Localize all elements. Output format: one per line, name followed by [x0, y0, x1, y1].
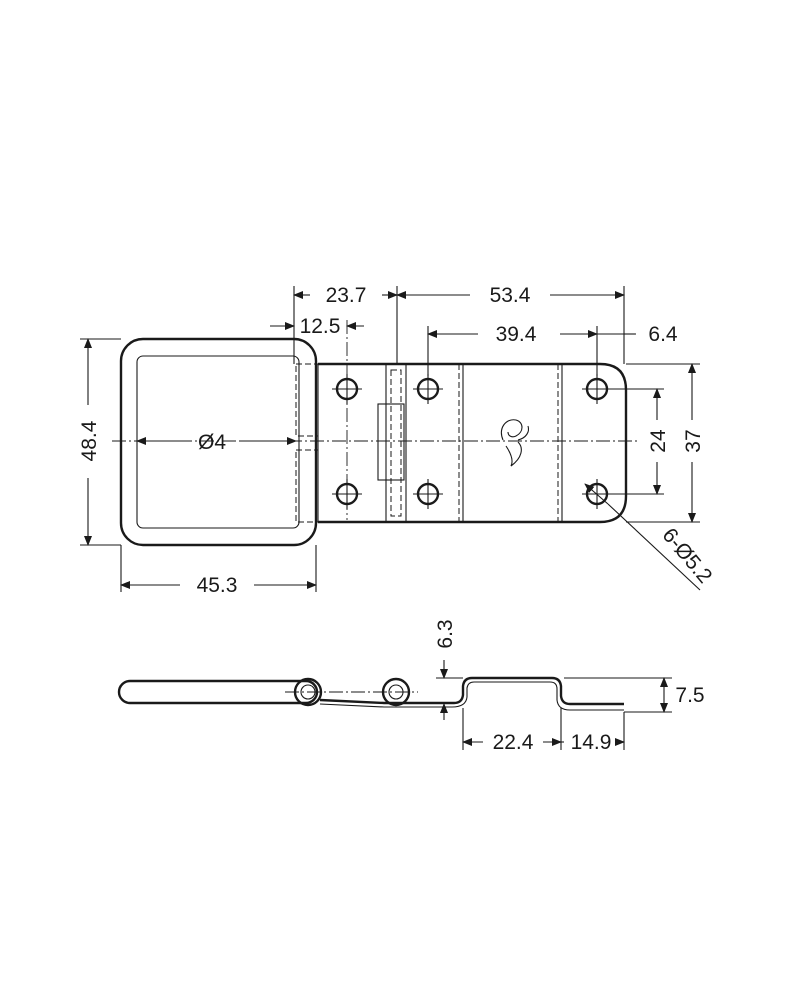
hinge-barrel: [385, 363, 407, 523]
dim-48-4: 48.4: [78, 420, 101, 461]
hinge-barrel-inner: [390, 369, 402, 517]
loop-outer: [119, 337, 318, 547]
dim-23-7: 23.7: [326, 284, 367, 307]
side-view: [117, 676, 624, 711]
dim-45-3: 45.3: [197, 574, 238, 597]
top-dimensions: 23.7 53.4 12.5 39.4 6.4 48.4 Ø4: [78, 284, 716, 597]
dim-7-5: 7.5: [675, 684, 704, 707]
dim-6-4: 6.4: [648, 323, 678, 346]
dim-6-3: 6.3: [434, 619, 457, 648]
dim-53-4: 53.4: [490, 284, 531, 307]
dim-14-9: 14.9: [571, 731, 612, 754]
hinge-leaf: [377, 403, 405, 481]
plate-profile: [319, 676, 624, 706]
dim-12-5: 12.5: [300, 315, 341, 338]
loop-rod: [117, 679, 319, 705]
dim-37: 37: [682, 429, 705, 452]
top-view: [112, 320, 640, 547]
dim-39-4: 39.4: [496, 323, 537, 346]
logo-mark: [500, 419, 530, 467]
plate-outline: [318, 362, 628, 524]
dim-24: 24: [647, 429, 670, 453]
dim-phi-4: Ø4: [198, 431, 226, 454]
dim-22-4: 22.4: [493, 731, 534, 754]
side-dimensions: 6.3 7.5 22.4 14.9: [434, 619, 705, 754]
